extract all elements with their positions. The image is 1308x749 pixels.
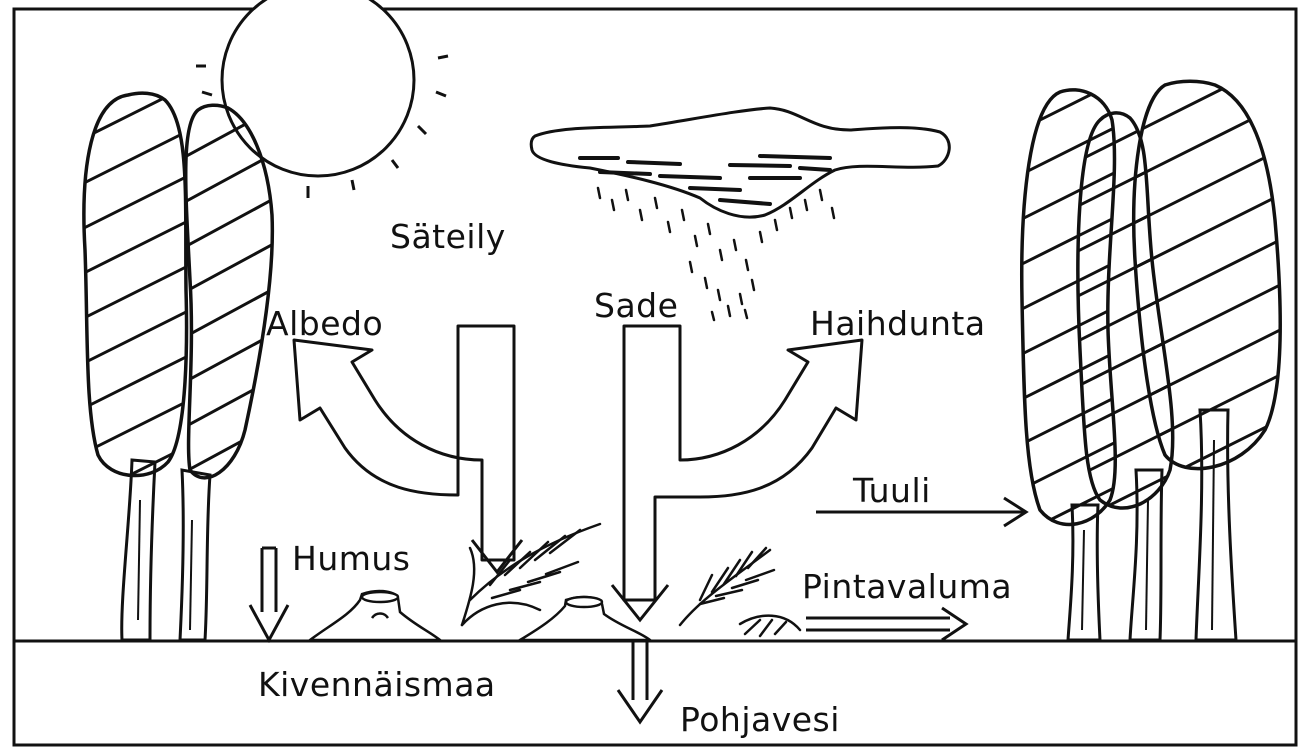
sun-icon (196, 0, 448, 198)
label-humus: Humus (292, 542, 410, 575)
stump-left (310, 591, 440, 640)
humus-arrow (250, 548, 288, 640)
label-sade: Sade (594, 289, 678, 322)
pohjavesi-arrow (618, 641, 662, 722)
haihdunta-arrow (624, 326, 862, 600)
label-tuuli: Tuuli (853, 474, 931, 507)
pintavaluma-arrow (806, 608, 966, 640)
right-trees (1000, 50, 1300, 640)
stump-middle (520, 597, 650, 640)
label-pohjavesi: Pohjavesi (680, 703, 840, 736)
label-kivennaismaa: Kivennäismaa (258, 668, 496, 701)
label-pintavaluma: Pintavaluma (802, 570, 1012, 603)
label-haihdunta: Haihdunta (810, 307, 986, 340)
left-trees (60, 80, 290, 640)
label-albedo: Albedo (266, 307, 383, 340)
albedo-arrow (294, 326, 514, 560)
label-sateily: Säteily (390, 220, 506, 253)
